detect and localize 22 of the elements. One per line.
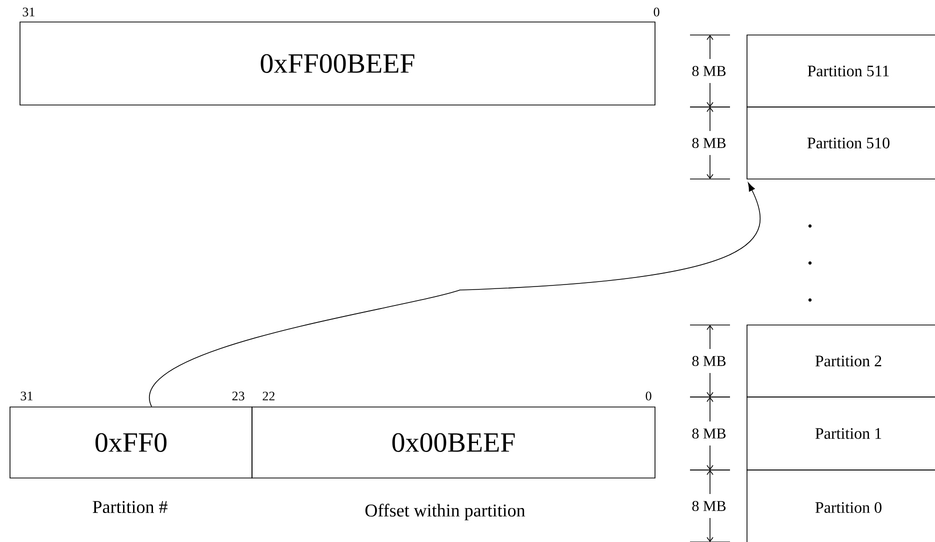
dimension-label: 8 MB — [690, 500, 728, 512]
field-caption: Partition # — [92, 500, 168, 514]
partition-box: Partition 510 — [746, 106, 935, 180]
register-field: 0xFF00BEEF — [20, 22, 656, 106]
dimension-label: 8 MB — [690, 427, 728, 440]
field-caption: Offset within partition — [365, 504, 526, 520]
dimension-label: 8 MB — [690, 64, 728, 78]
bit-number: 0 — [654, 8, 660, 16]
bit-number: 31 — [20, 392, 32, 400]
register-field: 0x00BEEF — [252, 406, 656, 478]
register-field: 0xFF0 — [10, 406, 252, 478]
bit-number: 0 — [646, 392, 652, 400]
partition-box: Partition 2 — [746, 324, 935, 398]
dimension-label: 8 MB — [690, 136, 728, 150]
curved-arrow — [150, 182, 760, 407]
partition-box: Partition 511 — [746, 34, 935, 108]
bit-number: 23 — [232, 392, 244, 400]
partition-box: Partition 1 — [746, 396, 935, 470]
dimension-label: 8 MB — [690, 354, 728, 368]
bit-number: 22 — [262, 392, 274, 400]
partition-box: Partition 0 — [746, 470, 935, 542]
bit-number: 31 — [22, 8, 34, 16]
